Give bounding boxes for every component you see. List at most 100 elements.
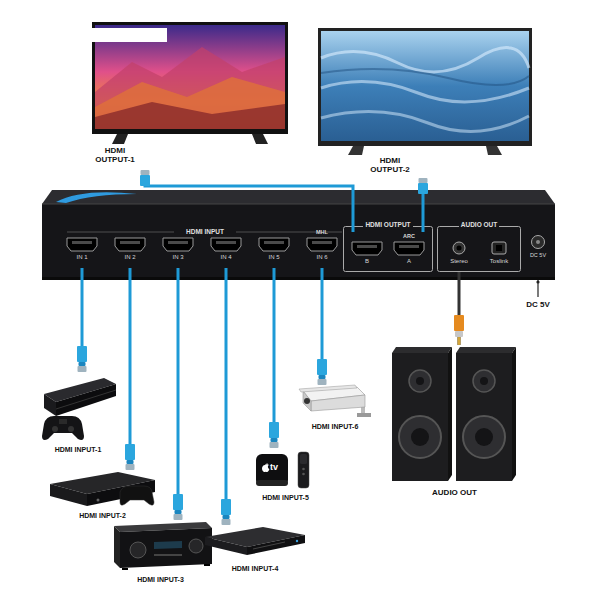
- hdmi-plug: [270, 442, 279, 448]
- stereo-jack: [441, 232, 477, 272]
- device-label: HDMI INPUT-2: [50, 512, 155, 520]
- device-label: HDMI INPUT-1: [28, 446, 128, 454]
- panel-label: AUDIO OUT: [459, 221, 499, 228]
- hdmi-plug: [79, 362, 86, 366]
- hdmi-plug: [175, 510, 182, 514]
- hdmi-port: [349, 232, 385, 272]
- hdmi-plug: [125, 444, 135, 460]
- hdmi-plug: [271, 438, 278, 442]
- hdmi-output-port: B: [349, 232, 385, 272]
- hdmi-input-port: IN 5: [256, 228, 292, 268]
- toslink-port: [481, 232, 517, 272]
- power-label: DC 5V: [514, 300, 562, 309]
- hdmi-cable: [321, 268, 324, 385]
- hdmi-plug: [319, 375, 326, 379]
- speaker-illustration: [392, 345, 517, 483]
- tv-display: HDMI OUTPUT-2: [318, 28, 536, 178]
- matrix-chassis: [42, 190, 555, 280]
- hdmi-plug: [269, 422, 279, 438]
- hdmi-plug: [222, 519, 231, 525]
- audio-port: Toslink: [481, 232, 517, 272]
- port-group-frame: HDMI OUTPUTBARCA: [343, 226, 433, 272]
- power-leader-dot: [536, 280, 539, 283]
- device-label: AUDIO OUT: [392, 488, 517, 497]
- port-label: MHL: [304, 229, 340, 235]
- hdmi-matrix-switch: HDMI INPUT IN 1 IN 2 IN 3 IN 4 IN 5 MHL IN 6 HDM…: [42, 190, 555, 280]
- game-console: [38, 372, 118, 442]
- hdmi-plug: [127, 460, 134, 464]
- hdmi-plug: [418, 183, 428, 194]
- hdmi-plug: [419, 178, 428, 183]
- hdmi-cable: [177, 268, 180, 520]
- hdmi-plug: [221, 499, 231, 515]
- device-label: HDMI INPUT-4: [205, 565, 305, 573]
- hdmi-port: [160, 228, 196, 268]
- audio-cable: [458, 272, 461, 345]
- port-label: IN 3: [160, 254, 196, 261]
- av-receiver: [108, 520, 213, 570]
- device-label: HDMI INPUT-5: [238, 494, 333, 502]
- hdmi-input-port: IN 2: [112, 228, 148, 268]
- rca-plug: [458, 337, 461, 345]
- security-camera: [295, 385, 375, 419]
- source-device: HDMI INPUT-5: [248, 448, 323, 508]
- tv-display: HDMI OUTPUT-1: [92, 22, 292, 170]
- source-device: HDMI INPUT-3: [108, 520, 213, 590]
- device-label: HDMI INPUT-6: [290, 423, 380, 431]
- source-device: HDMI INPUT-6: [295, 385, 375, 437]
- hdmi-cable: [129, 268, 132, 470]
- hdmi-plug: [174, 514, 183, 520]
- port-label: DC 5V: [524, 252, 552, 258]
- source-device: HDMI INPUT-1: [38, 372, 118, 460]
- audio-port: Stereo: [441, 232, 477, 272]
- port-label: Stereo: [441, 258, 477, 265]
- panel-label: HDMI INPUT: [160, 228, 250, 235]
- panel-label: HDMI OUTPUT: [363, 221, 412, 228]
- port-group-frame: AUDIO OUTStereoToslink: [437, 226, 521, 272]
- hdmi-plug: [223, 515, 230, 519]
- hdmi-plug: [173, 494, 183, 510]
- port-label: Toslink: [481, 258, 517, 265]
- hdmi-output-port: ARC A: [391, 232, 427, 272]
- hdmi-input-port: IN 3: [160, 228, 196, 268]
- power-port: DC 5V: [524, 226, 552, 266]
- speaker-pair: AUDIO OUT: [392, 345, 517, 503]
- port-label: IN 5: [256, 254, 292, 261]
- port-label: ARC: [391, 233, 427, 239]
- hdmi-input-port: IN 4: [208, 228, 244, 268]
- hdmi-cable: [225, 268, 228, 525]
- hdmi-plug: [140, 175, 150, 186]
- hdmi-cable: [273, 268, 276, 448]
- hdmi-plug: [77, 346, 87, 362]
- dvd-player: [205, 525, 305, 560]
- hdmi-plug: [141, 170, 150, 175]
- hdmi-input-port: MHL IN 6: [304, 228, 340, 268]
- rca-plug: [455, 331, 463, 337]
- port-label: IN 2: [112, 254, 148, 261]
- hdmi-cable: [145, 170, 353, 232]
- dc-jack: [524, 226, 552, 266]
- output-label: HDMI OUTPUT-1: [92, 146, 138, 164]
- tv-illustration: [92, 22, 292, 148]
- hdmi-plug: [317, 359, 327, 375]
- hdmi-input-port: IN 1: [64, 228, 100, 268]
- output-label: HDMI OUTPUT-2: [362, 156, 418, 174]
- hdmi-plug: [78, 366, 87, 372]
- tv-illustration: [318, 28, 536, 156]
- hdmi-plug: [318, 379, 327, 385]
- hdmi-port: [256, 228, 292, 268]
- port-label: B: [349, 258, 385, 265]
- hdmi-cable: [81, 268, 84, 372]
- game-console: [50, 470, 155, 508]
- source-device: HDMI INPUT-4: [205, 525, 305, 580]
- hdmi-plug: [126, 464, 135, 470]
- hdmi-port: [64, 228, 100, 268]
- port-label: A: [391, 258, 427, 265]
- rca-plug: [454, 315, 464, 331]
- port-group-outline: [437, 226, 521, 272]
- device-label: HDMI INPUT-3: [108, 576, 213, 584]
- hdmi-cable: [422, 178, 425, 232]
- port-label: IN 6: [304, 254, 340, 261]
